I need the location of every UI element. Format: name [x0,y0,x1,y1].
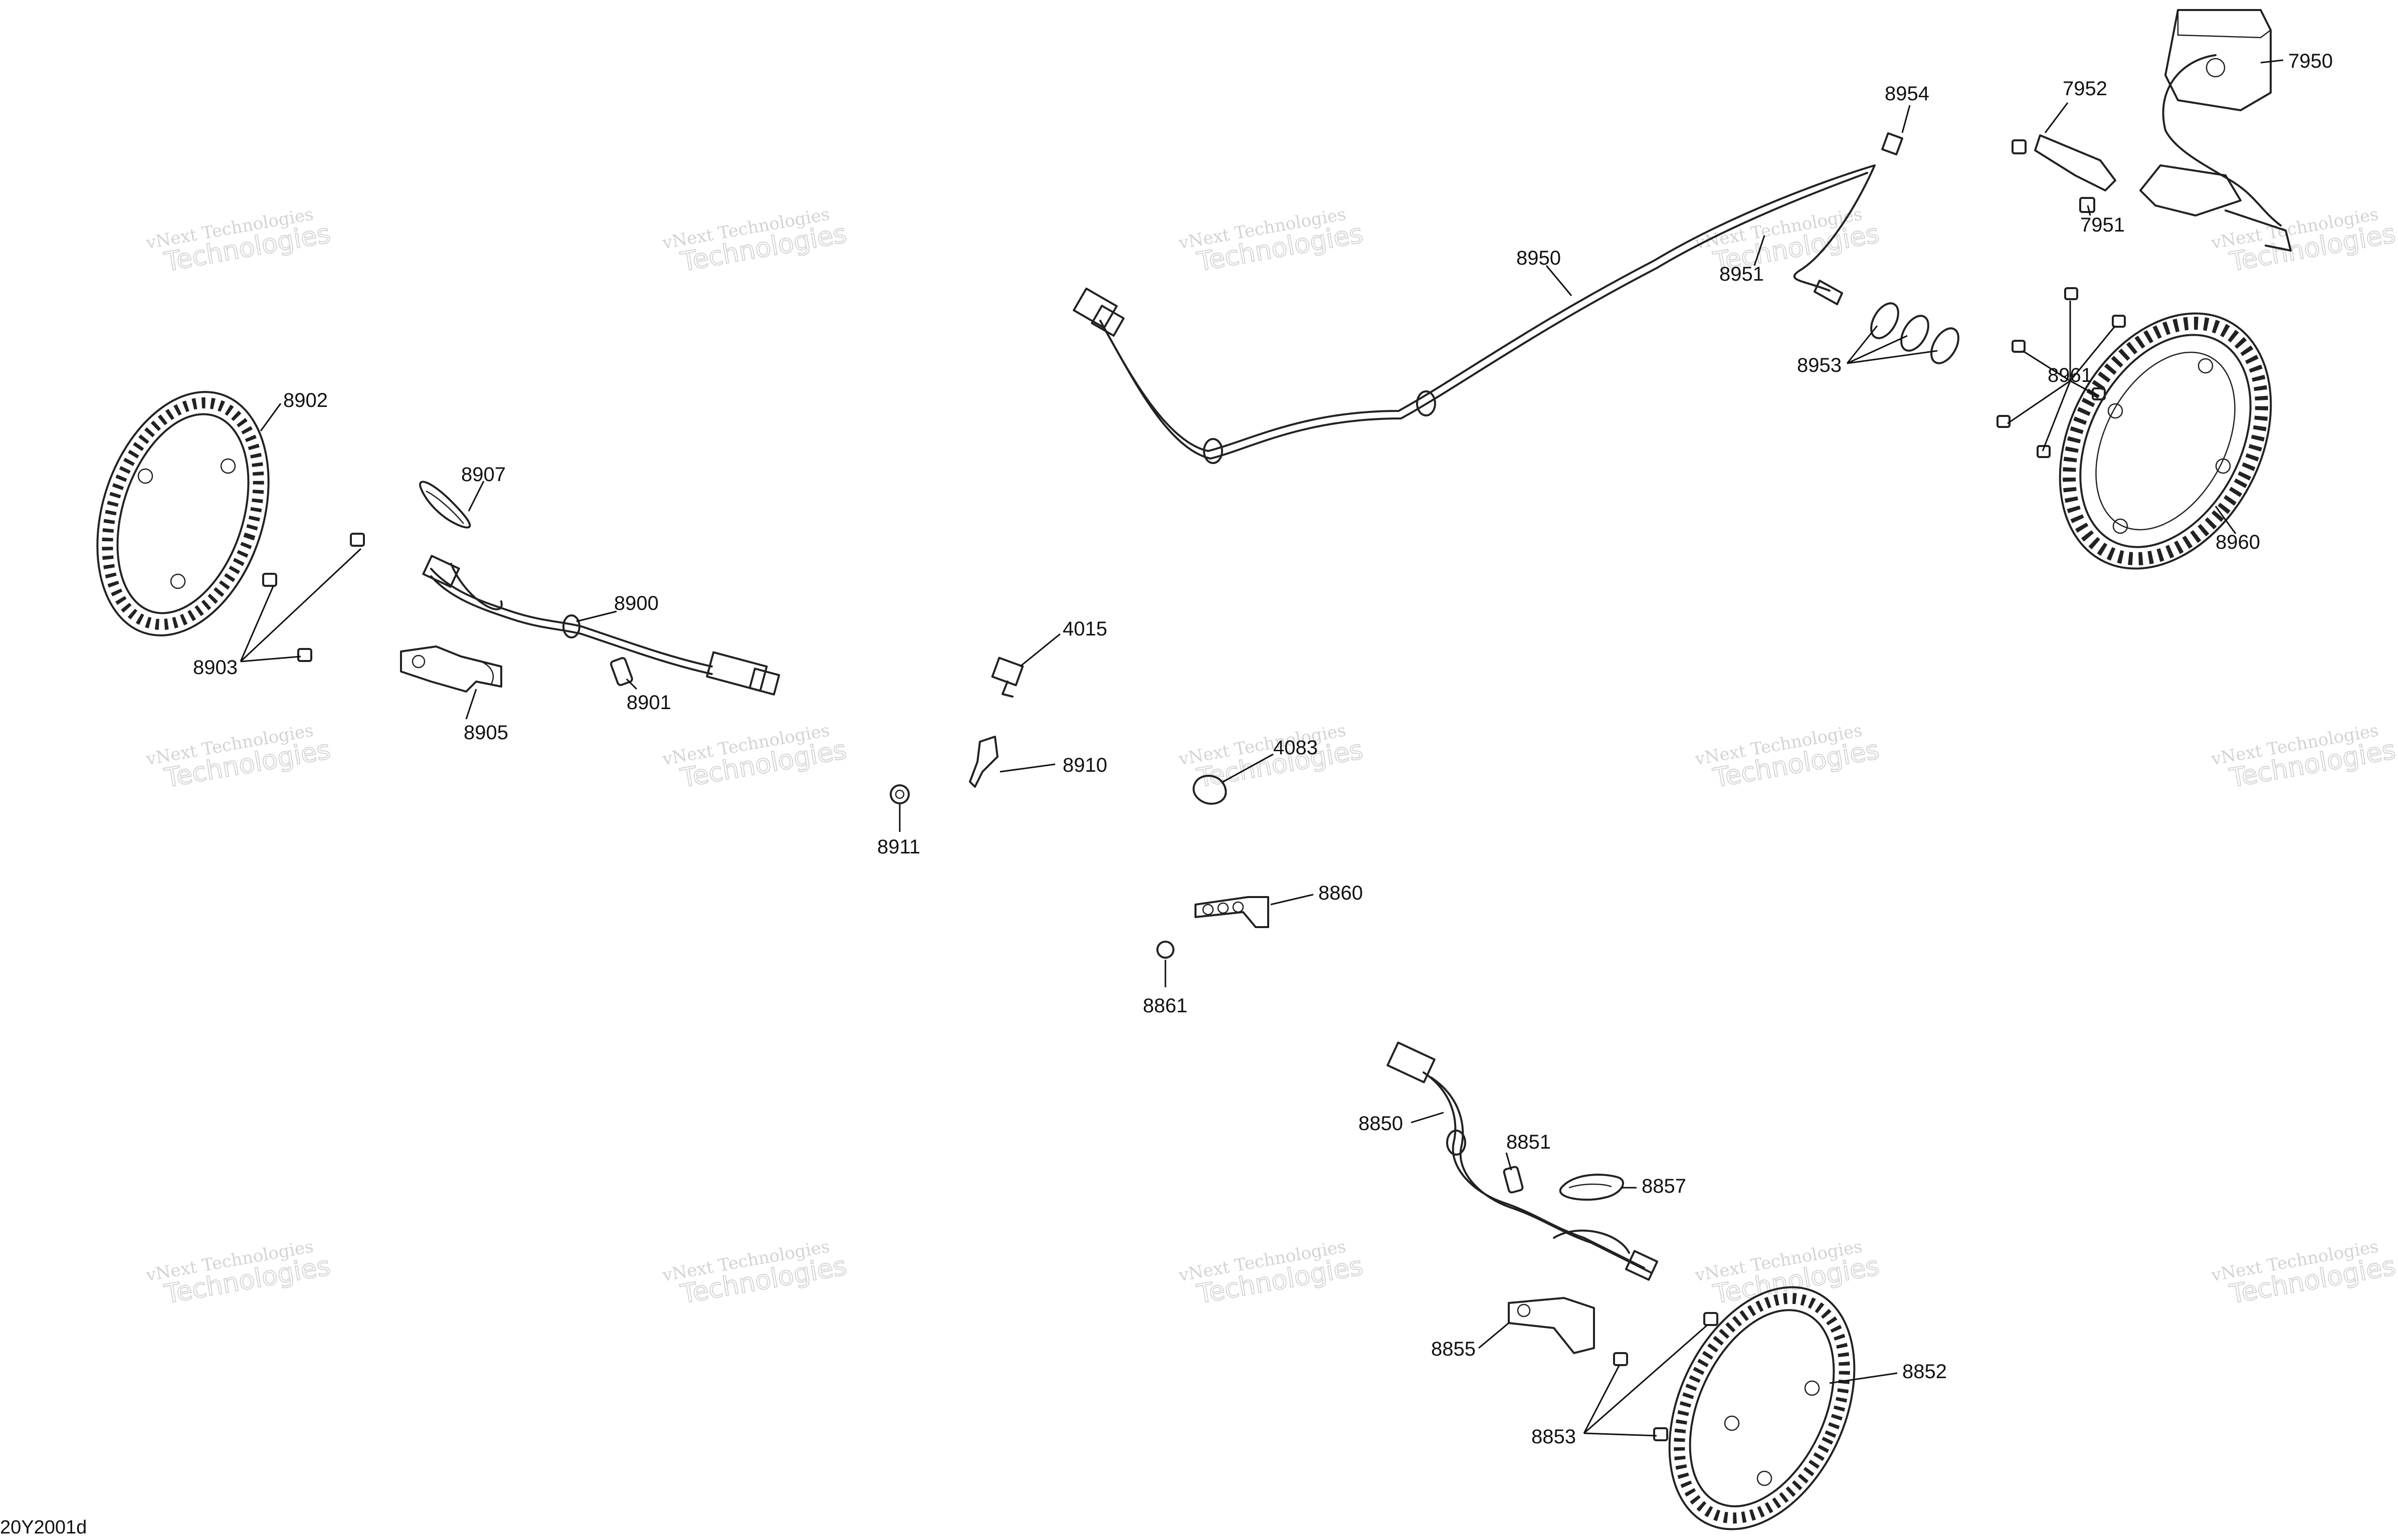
tone-ring-8960 [2059,312,2272,570]
bolt-8853 [1613,1312,1718,1441]
screw-8901 [610,657,633,686]
callout-8903: 8903 [193,656,238,679]
watermark: Technologies vNext Technologies [661,1236,850,1310]
watermark: Technologies vNext Technologies [144,720,333,794]
callout-4015: 4015 [1063,618,1107,640]
watermark: Technologies vNext Technologies [1177,204,1366,278]
callout-8852: 8852 [1902,1361,1947,1383]
callout-4083: 4083 [1273,737,1318,759]
callout-8960: 8960 [2216,531,2260,553]
callout-7952: 7952 [2063,78,2107,100]
bracket-8905 [400,645,502,693]
callout-8857: 8857 [1642,1175,1686,1197]
watermark: Technologies vNext Technologies [661,204,850,278]
callout-8950: 8950 [1516,247,1561,269]
bracket-7952 [2034,134,2116,191]
watermark: Technologies vNext Technologies [661,720,850,794]
bracket-8860 [1194,896,1269,928]
callout-7951: 7951 [2080,214,2125,236]
callout-8851: 8851 [1506,1131,1551,1153]
callout-8961: 8961 [2048,364,2092,386]
diagram-code: 20Y2001d [0,1517,87,1538]
bolt-8903 [262,533,365,662]
callout-8902: 8902 [283,389,328,411]
callout-labels: 7950 7952 7951 8954 8950 8951 8953 8961 … [193,50,2333,1448]
callout-8907: 8907 [461,464,506,486]
screw-8851 [1503,1166,1524,1194]
callout-8900: 8900 [614,592,659,614]
tone-ring-8902 [96,391,270,636]
clip-8907 [419,481,471,529]
callout-8953: 8953 [1797,354,1842,376]
callout-8954: 8954 [1885,83,1929,105]
watermark: Technologies vNext Technologies [2210,720,2398,794]
clip-4083 [1192,774,1227,805]
callout-8910: 8910 [1063,754,1107,776]
bracket-8855 [1508,1297,1595,1354]
harness-8950 [1073,132,1903,464]
watermark: Technologies vNext Technologies [1177,720,1366,794]
watermark: Technologies vNext Technologies [2210,1236,2398,1310]
clip-8857 [1559,1174,1624,1201]
callout-8855: 8855 [1431,1338,1476,1360]
callout-8901: 8901 [627,692,671,714]
harness-8900 [422,555,780,696]
callout-7950: 7950 [2288,50,2333,72]
callout-8905: 8905 [464,722,508,744]
callout-8850: 8850 [1358,1113,1403,1135]
clip-4015 [991,656,1024,698]
watermark: Technologies vNext Technologies [144,1236,333,1310]
bracket-8910 [969,736,998,788]
watermark: Technologies vNext Technologies [1177,1236,1366,1310]
shims-8953 [1870,302,1959,364]
callout-8911: 8911 [877,836,920,858]
leader-lines [240,59,2284,1437]
nut-8911 [890,784,910,804]
nut-7951 [2012,139,2095,213]
callout-8860: 8860 [1318,882,1363,904]
module-7950 [2139,9,2292,252]
callout-8861: 8861 [1143,995,1187,1017]
bolt-8961 [1996,287,2126,458]
callout-8853: 8853 [1531,1426,1576,1448]
watermark: Technologies vNext Technologies [144,204,333,278]
harness-8850 [1386,1041,1659,1281]
watermark: Technologies vNext Technologies [1693,720,1882,794]
screw-8861 [1156,941,1174,959]
callout-8951: 8951 [1719,263,1764,285]
